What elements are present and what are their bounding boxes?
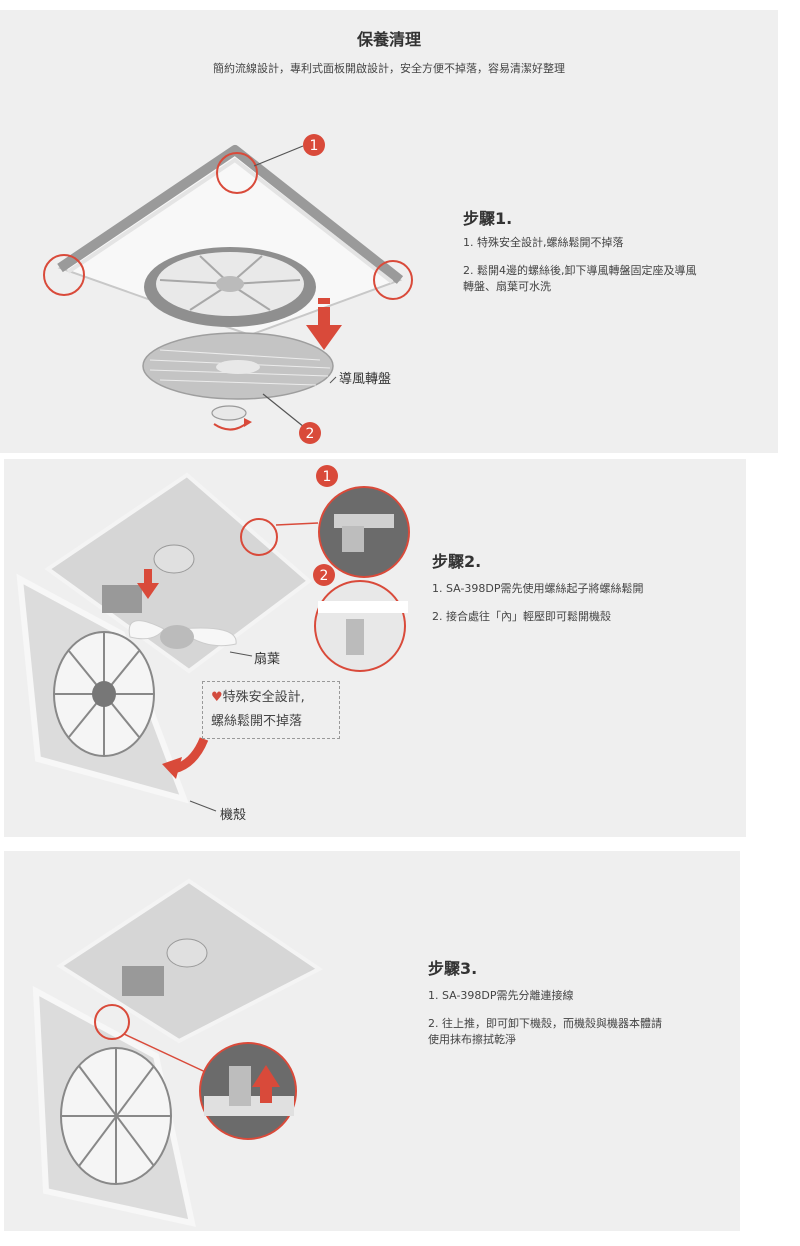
page-subtitle: 簡約流線設計，專利式面板開啟設計，安全方便不掉落，容易清潔好整理 xyxy=(213,62,565,75)
svg-text:2: 2 xyxy=(306,426,315,442)
svg-text:1: 1 xyxy=(323,469,332,485)
svg-text:2: 2 xyxy=(320,568,329,584)
step3-panel: 步驟3. 1. SA-398DP需先分離連接線 2. 往上推，即可卸下機殼，而機… xyxy=(4,851,740,1231)
step2-line2: 2. 接合處往「內」輕壓即可鬆開機殼 xyxy=(432,610,611,623)
disc-label: 導風轉盤 xyxy=(339,372,392,387)
callout-1 xyxy=(303,134,325,156)
blade-label: 扇葉 xyxy=(254,652,281,667)
callout-1 xyxy=(316,465,338,487)
step2-heading: 步驟2. xyxy=(432,552,482,571)
step2-panel: 1 2 扇葉 ♥特殊安全設計, 螺絲鬆開不掉落 機殼 步驟2. 1. SA-39… xyxy=(4,459,746,837)
arrow-up-icon xyxy=(252,1065,280,1103)
step3-illustration xyxy=(32,878,323,1227)
page-title: 保養清理 xyxy=(356,30,421,49)
step1-heading: 步驟1. xyxy=(463,209,513,228)
step2-line1: 1. SA-398DP需先使用螺絲起子將螺絲鬆開 xyxy=(432,582,644,595)
safety-note: ♥特殊安全設計, 螺絲鬆開不掉落 xyxy=(202,681,340,739)
callout-2 xyxy=(299,422,321,444)
arrow-down-icon xyxy=(137,569,159,599)
step1-line2: 2. 鬆開4邊的螺絲後,卸下導風轉盤固定座及導風 xyxy=(463,264,697,277)
step1-panel: 保養清理 簡約流線設計，專利式面板開啟設計，安全方便不掉落，容易清潔好整理 xyxy=(0,10,778,453)
step1-line3: 轉盤、扇葉可水洗 xyxy=(463,280,551,293)
heart-icon: ♥ xyxy=(211,690,223,705)
arrow-down-icon xyxy=(306,298,342,350)
step1-line1: 1. 特殊安全設計,螺絲鬆開不掉落 xyxy=(463,236,624,249)
rotate-arrow-icon xyxy=(213,421,249,431)
step3-line1: 1. SA-398DP需先分離連接線 xyxy=(428,989,574,1002)
step3-line3: 使用抹布擦拭乾淨 xyxy=(428,1033,516,1046)
callout-2 xyxy=(313,564,335,586)
svg-text:1: 1 xyxy=(310,138,319,154)
housing-label: 機殼 xyxy=(220,808,247,823)
step1-illustration: 1 2 xyxy=(43,134,413,444)
step2-illustration: 1 2 xyxy=(16,465,410,812)
step3-heading: 步驟3. xyxy=(428,959,478,978)
step3-line2: 2. 往上推，即可卸下機殼，而機殼與機器本體請 xyxy=(428,1017,662,1030)
